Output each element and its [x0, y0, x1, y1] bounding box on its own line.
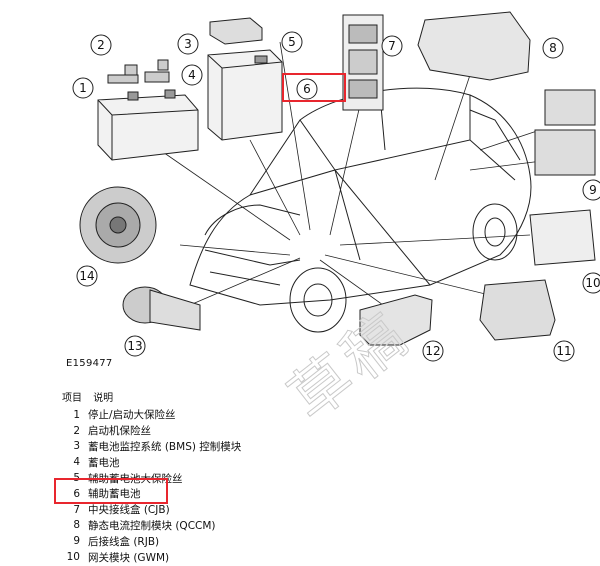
- legend-text: 辅助蓄电池: [88, 488, 141, 501]
- callout-9: 9: [589, 183, 597, 197]
- legend-row-10: 10 网关模块 (GWM): [64, 549, 241, 565]
- rjb-drawing: [534, 89, 596, 176]
- callout-2: 2: [97, 38, 105, 52]
- legend-row-2: 2 启动机保险丝: [64, 423, 241, 439]
- callout-12: 12: [425, 344, 440, 358]
- legend-text: 静态电流控制模块 (QCCM): [88, 519, 216, 532]
- callout-14: 14: [79, 269, 94, 283]
- legend-num: 7: [73, 503, 80, 516]
- legend-row-4: 4 蓄电池: [64, 454, 241, 470]
- legend-row-7: 7 中央接线盒 (CJB): [64, 502, 241, 518]
- highlight-box-callout-6: [282, 73, 346, 102]
- legend-num: 10: [66, 551, 80, 564]
- alternator-drawing: [79, 186, 157, 264]
- callout-3: 3: [184, 37, 192, 51]
- battery-drawing: [97, 89, 199, 161]
- callout-5: 5: [288, 35, 296, 49]
- callout-13: 13: [127, 339, 142, 353]
- starter-drawing: [122, 286, 201, 331]
- legend-row-1: 1 停止/启动大保险丝: [64, 407, 241, 423]
- legend-text: 后接线盒 (RJB): [88, 535, 160, 548]
- legend-header: 项目 说明: [62, 389, 121, 404]
- component-location-diagram: 1 2 3 4 5 6 7 8 9 10 11 12 13 14: [72, 11, 600, 362]
- legend-row-9: 9 后接线盒 (RJB): [64, 533, 241, 549]
- legend-num: 6: [73, 487, 80, 500]
- callout-8: 8: [549, 41, 557, 55]
- legend-header-description: 说明: [93, 393, 114, 404]
- highlight-box-legend-6: [54, 478, 168, 504]
- figure-id: E159477: [66, 358, 113, 369]
- gwm-drawing: [529, 209, 596, 266]
- legend-list: 1 停止/启动大保险丝 2 启动机保险丝 3 蓄电池监控系统 (BMS) 控制模块 4…: [64, 407, 242, 565]
- legend-text: 停止/启动大保险丝: [88, 409, 176, 422]
- legend-text: 蓄电池监控系统 (BMS) 控制模块: [88, 440, 242, 453]
- legend-text: 中央接线盒 (CJB): [88, 504, 170, 517]
- aux-fuse-drawing: [209, 17, 263, 45]
- legend-num: 8: [73, 519, 80, 532]
- legend-text: 蓄电池: [88, 456, 120, 469]
- fuse-drawings: [107, 59, 170, 84]
- legend-header-item: 项目: [62, 393, 82, 404]
- cover-12-drawing: [359, 294, 433, 346]
- cjb-drawing: [342, 14, 384, 111]
- legend-text: 网关模块 (GWM): [88, 551, 170, 564]
- legend-num: 3: [73, 440, 80, 453]
- legend-text: 启动机保险丝: [88, 425, 151, 438]
- callout-4: 4: [188, 68, 196, 82]
- module-11-drawing: [479, 279, 556, 341]
- legend-num: 9: [73, 535, 80, 548]
- callout-7: 7: [388, 39, 396, 53]
- callout-11: 11: [556, 344, 571, 358]
- legend-row-8: 8 静态电流控制模块 (QCCM): [64, 518, 241, 534]
- vehicle-outline: [189, 87, 532, 306]
- callout-10: 10: [585, 276, 600, 290]
- qccm-drawing: [417, 11, 531, 81]
- legend-num: 1: [73, 408, 80, 421]
- front-wheel: [289, 267, 347, 333]
- callout-6: 6: [303, 82, 311, 96]
- legend-row-3: 3 蓄电池监控系统 (BMS) 控制模块: [64, 439, 241, 455]
- callout-1: 1: [79, 81, 87, 95]
- legend-num: 4: [73, 456, 80, 469]
- rear-wheel: [472, 203, 518, 261]
- legend-num: 2: [73, 424, 80, 437]
- aux-battery-drawing: [207, 49, 283, 141]
- legend-row-6: 6 辅助蓄电池: [64, 486, 241, 502]
